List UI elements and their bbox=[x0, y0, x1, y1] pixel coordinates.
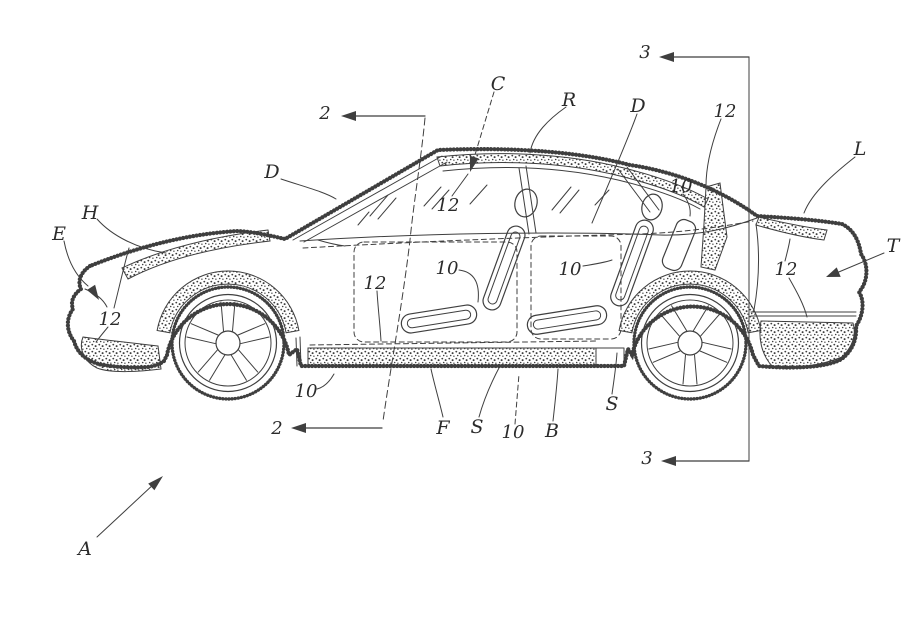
leader-E bbox=[63, 240, 89, 287]
front-wheel-arch-liner bbox=[156, 270, 300, 334]
body-detail-lines bbox=[84, 155, 857, 367]
label-10-front-seat: 10 bbox=[436, 258, 459, 279]
label-T: T bbox=[887, 235, 901, 257]
roof-insulation-band bbox=[436, 153, 709, 208]
rear-bumper-top-line bbox=[750, 311, 857, 317]
hood-insulation-panel bbox=[121, 229, 271, 280]
label-10-rear-seat: 10 bbox=[559, 259, 582, 280]
arrowhead-A bbox=[148, 476, 163, 491]
leader-lines bbox=[63, 91, 885, 538]
label-12-roof-rear: 12 bbox=[714, 101, 737, 122]
arrowhead-2-top bbox=[341, 111, 356, 121]
cowl-line bbox=[317, 239, 346, 247]
leader-12-front-down bbox=[95, 326, 109, 343]
section-2-cutting-plane bbox=[382, 117, 426, 422]
b-pillar-line bbox=[518, 165, 537, 235]
rear-wheel-arch-liner bbox=[618, 270, 762, 334]
windshield-glass-line bbox=[303, 161, 448, 243]
label-C: C bbox=[491, 73, 506, 95]
label-H: H bbox=[81, 202, 99, 224]
rocker-front-edge bbox=[295, 336, 302, 367]
label-S-rear: S bbox=[605, 393, 618, 415]
label-A: A bbox=[76, 538, 92, 560]
leader-10-front-seat bbox=[458, 269, 479, 303]
reference-labels: 2 2 3 3 A B C D D E F H L R S S T 10 10 … bbox=[51, 42, 901, 560]
arrowhead-2-bottom bbox=[291, 423, 306, 433]
label-S-front: S bbox=[470, 416, 483, 438]
leader-12-rear-up bbox=[784, 238, 791, 262]
front-seat bbox=[400, 188, 538, 334]
label-D-front: D bbox=[263, 161, 279, 183]
leader-A bbox=[96, 482, 156, 538]
label-10-rocker: 10 bbox=[295, 381, 318, 402]
leader-C bbox=[473, 91, 495, 159]
leader-B bbox=[552, 368, 559, 422]
front-door-inner-panel-dashed bbox=[353, 241, 518, 343]
label-10-quarter: 10 bbox=[670, 176, 693, 197]
belt-dashed-line bbox=[302, 220, 754, 249]
rear-deck-insulation-panel bbox=[755, 216, 828, 241]
arrowhead-T bbox=[826, 267, 841, 277]
section-lines bbox=[291, 52, 750, 466]
leader-10-quarter bbox=[682, 193, 691, 217]
label-12-front: 12 bbox=[99, 309, 122, 330]
leader-12-front-up bbox=[113, 247, 130, 309]
leader-10-rear-seat bbox=[582, 259, 613, 267]
label-section-2-bottom: 2 bbox=[270, 418, 282, 439]
rocker-rear-extension bbox=[595, 347, 625, 366]
quarter-trim-panel bbox=[661, 218, 697, 272]
leader-D-rear bbox=[591, 113, 638, 224]
leader-12-roof-rear bbox=[705, 118, 722, 187]
floor-dashed-line bbox=[309, 340, 597, 346]
leader-arrowheads bbox=[86, 155, 841, 491]
arrowhead-3-top bbox=[659, 52, 674, 62]
arrowhead-C bbox=[469, 155, 479, 172]
label-12-windshield: 12 bbox=[437, 195, 460, 216]
a-pillar-inner-line bbox=[292, 155, 443, 241]
label-E: E bbox=[51, 223, 66, 245]
arrowhead-E bbox=[86, 284, 99, 300]
roof-inner-line bbox=[442, 167, 701, 210]
front-headrest bbox=[514, 188, 538, 218]
label-section-2-top: 2 bbox=[318, 103, 330, 124]
front-wheel bbox=[170, 285, 286, 401]
leader-T bbox=[833, 252, 885, 275]
leader-R bbox=[529, 106, 567, 154]
rear-seat bbox=[526, 193, 663, 335]
label-12-door: 12 bbox=[364, 273, 387, 294]
rear-wheel bbox=[632, 285, 748, 401]
label-D-rear: D bbox=[629, 95, 645, 117]
leader-D-front bbox=[280, 178, 337, 200]
leader-12-door bbox=[376, 290, 382, 342]
label-section-3-top: 3 bbox=[639, 42, 650, 63]
label-B: B bbox=[544, 420, 559, 442]
rocker-insulation-panel bbox=[307, 347, 597, 366]
label-R: R bbox=[561, 89, 576, 111]
leader-S-rear bbox=[611, 352, 618, 395]
label-12-rear: 12 bbox=[775, 259, 798, 280]
leader-10-rocker bbox=[316, 373, 335, 390]
c-pillar-line bbox=[617, 166, 660, 213]
leader-12-windshield bbox=[451, 173, 469, 197]
leader-F bbox=[430, 368, 444, 418]
leader-12-rear-down bbox=[788, 277, 808, 318]
interior-seats bbox=[400, 188, 697, 335]
glass-hatching bbox=[357, 184, 610, 226]
rear-quarter-line bbox=[753, 223, 759, 311]
leader-H bbox=[96, 218, 167, 254]
hidden-dashed-lines bbox=[302, 220, 754, 346]
label-L: L bbox=[853, 138, 867, 160]
rear-headrest bbox=[641, 193, 663, 221]
label-section-3-bottom: 3 bbox=[641, 448, 652, 469]
beltline bbox=[299, 217, 758, 242]
label-10-floor: 10 bbox=[502, 422, 525, 443]
leader-S-front bbox=[478, 365, 501, 418]
label-F: F bbox=[435, 417, 450, 439]
leader-10-floor bbox=[514, 373, 520, 425]
arrowhead-3-bottom bbox=[661, 456, 676, 466]
c-pillar-insulation-band bbox=[700, 182, 728, 271]
leader-L bbox=[803, 156, 856, 214]
